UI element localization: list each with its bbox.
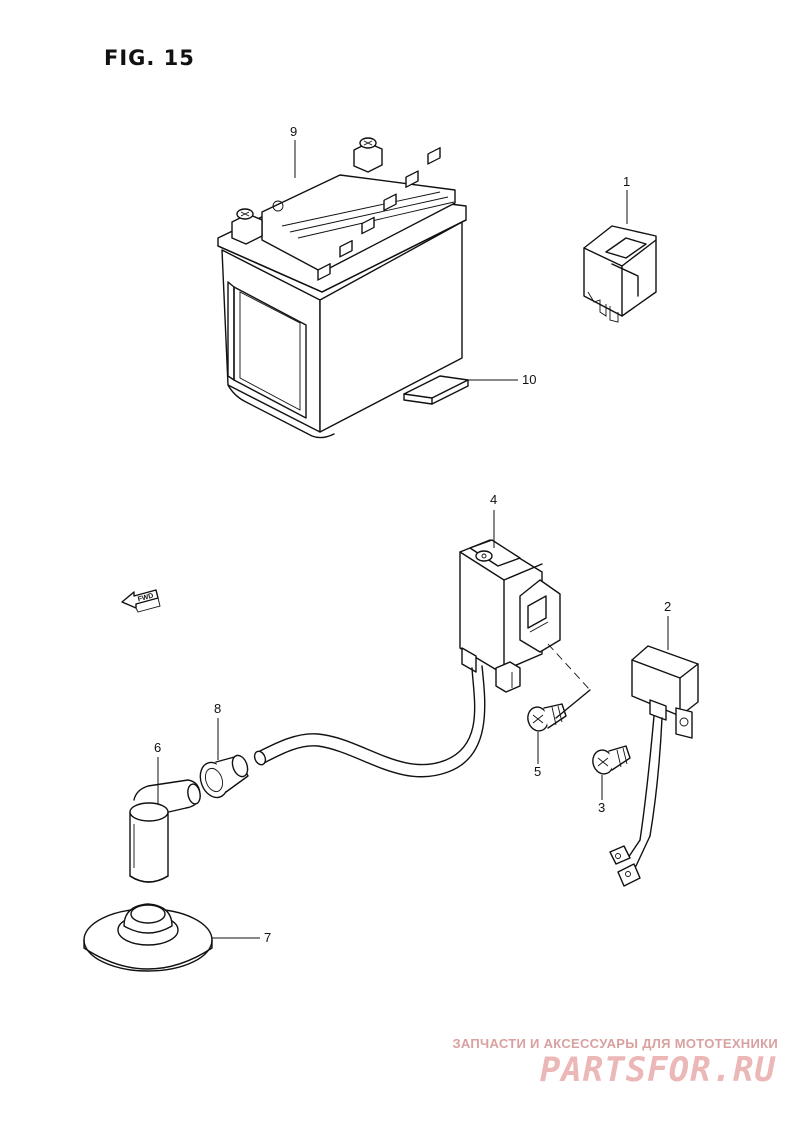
battery-part	[217, 137, 467, 439]
ignition-coil-part	[459, 539, 561, 693]
fwd-label: FWD	[137, 593, 154, 604]
callout-1: 1	[623, 174, 630, 189]
ht-lead	[253, 665, 486, 778]
callout-2: 2	[664, 599, 671, 614]
callout-7: 7	[264, 930, 271, 945]
screw-5-part	[527, 703, 567, 732]
screw-3-part	[592, 745, 631, 775]
relay-part	[583, 225, 657, 323]
watermark-tagline: ЗАПЧАСТИ И АКСЕССУАРЫ ДЛЯ МОТОТЕХНИКИ	[452, 1036, 778, 1051]
callout-6: 6	[154, 740, 161, 755]
callout-3: 3	[598, 800, 605, 815]
callout-10: 10	[522, 372, 536, 387]
spark-plug-cap-part	[129, 779, 201, 883]
rubber-cap-part	[83, 903, 213, 972]
figure-title: FIG. 15	[104, 46, 195, 70]
condenser-part	[609, 645, 699, 887]
callouts: 9 1 10 4 2 8 6 5 3 7	[154, 124, 671, 945]
callout-4: 4	[490, 492, 497, 507]
callout-5: 5	[534, 764, 541, 779]
callout-9: 9	[290, 124, 297, 139]
watermark-logo: PARTSFOR.RU	[539, 1050, 776, 1090]
cap-seal-part	[199, 754, 249, 799]
callout-8: 8	[214, 701, 221, 716]
fwd-arrow-icon: FWD	[121, 589, 161, 613]
